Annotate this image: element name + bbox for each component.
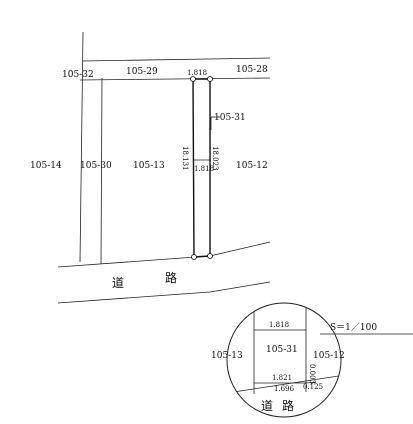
dimension-right-length: 18.023 — [211, 146, 219, 171]
lower-boundary-line — [79, 77, 271, 81]
detail-parcel-label-105-12: 105-12 — [313, 351, 345, 361]
boundary-marker-top-right — [207, 76, 213, 82]
detail-bottom-width-a: 1.821 — [272, 374, 292, 382]
parcel-105-30-right-boundary — [100, 77, 103, 265]
boundary-marker-top-left — [190, 76, 196, 82]
detail-road-char-1: 道 — [261, 399, 273, 413]
road-bottom-edge — [57, 291, 211, 304]
detail-road-edge — [227, 374, 341, 394]
parcel-label-105-13: 105-13 — [133, 161, 165, 171]
dimension-middle-width: 1.818 — [194, 165, 214, 173]
detail-scale-label: S＝1／100 — [330, 322, 377, 333]
parcel-label-105-28: 105-28 — [236, 65, 268, 75]
boundary-marker-bottom-left — [191, 254, 197, 260]
road-top-edge-right — [209, 241, 271, 257]
parcel-label-105-14: 105-14 — [30, 161, 62, 171]
parcel-label-105-31: 105-31 — [214, 113, 246, 123]
detail-corner-cut-line — [305, 381, 317, 384]
dimension-top-width: 1.818 — [187, 69, 207, 77]
far-left-boundary — [79, 31, 84, 263]
parcel-label-105-30: 105-30 — [80, 161, 112, 171]
road-label-char-1: 道 — [112, 276, 124, 290]
detail-parcel-label-105-13: 105-13 — [211, 351, 243, 361]
detail-road-char-2: 路 — [282, 398, 294, 413]
subject-parcel-left-edge — [192, 78, 195, 258]
detail-corner-cut: 0.125 — [303, 383, 323, 391]
parcel-label-105-32: 105-32 — [62, 70, 94, 80]
detail-inset-circle — [226, 302, 342, 418]
parcel-label-105-29: 105-29 — [126, 67, 158, 77]
detail-top-width: 1.818 — [269, 321, 289, 329]
dimension-left-length: 18.131 — [181, 146, 189, 171]
upper-boundary-line — [82, 57, 271, 62]
detail-parcel-label-105-31: 105-31 — [266, 345, 298, 355]
parcel-label-105-12: 105-12 — [236, 161, 268, 171]
road-top-edge — [57, 255, 211, 268]
road-label-char-2: 路 — [165, 270, 177, 285]
detail-bottom-width-b: 1.696 — [274, 385, 295, 393]
road-bottom-edge-right — [209, 281, 271, 293]
detail-side-offset: 0.003 — [308, 364, 316, 384]
boundary-marker-bottom-right — [207, 253, 213, 259]
